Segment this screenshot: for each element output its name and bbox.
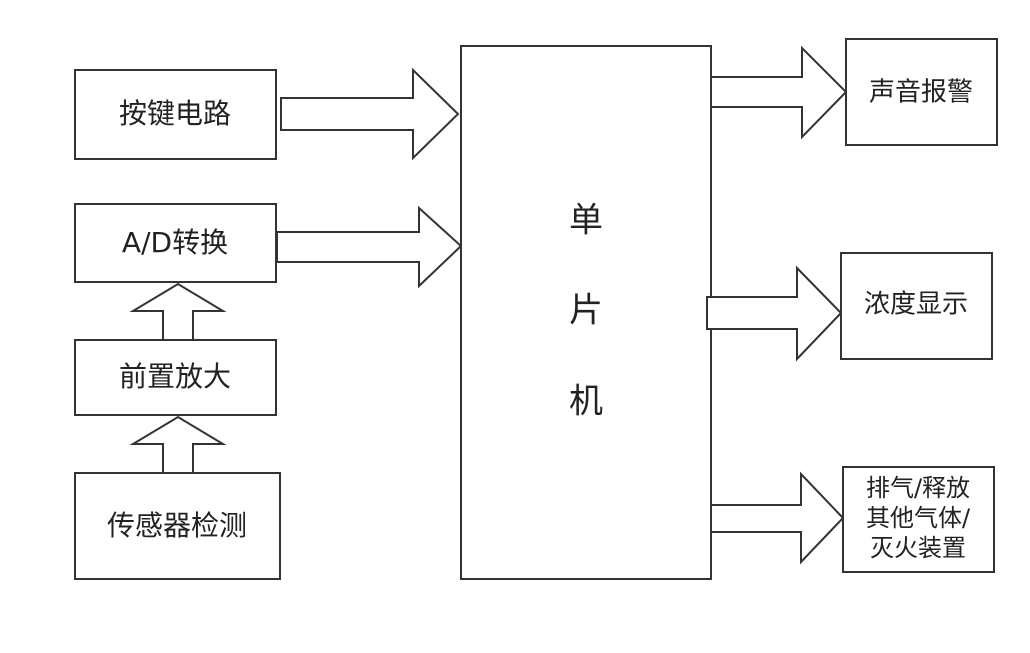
- arrow-sensor-to-preamp: [129, 415, 227, 474]
- mcu-label-char-1: 单: [569, 201, 603, 241]
- preamp-block: 前置放大: [74, 339, 277, 416]
- sensor-block: 传感器检测: [74, 472, 281, 580]
- arrow-key-to-mcu: [280, 67, 460, 161]
- sound-alarm-block: 声音报警: [845, 38, 998, 146]
- preamp-label: 前置放大: [119, 360, 231, 393]
- arrow-mcu-to-display: [706, 265, 843, 362]
- sound-alarm-label: 声音报警: [869, 78, 973, 108]
- sensor-label: 传感器检测: [107, 509, 247, 542]
- arrow-mcu-to-alarm: [710, 45, 848, 140]
- exhaust-release-line-1: 排气/释放: [866, 474, 970, 502]
- mcu-label-char-2: 片: [569, 291, 603, 331]
- mcu-block: 单 片 机: [460, 45, 712, 580]
- arrow-preamp-to-ad: [129, 282, 227, 341]
- key-circuit-block: 按键电路: [74, 69, 277, 160]
- key-circuit-label: 按键电路: [119, 97, 231, 130]
- mcu-label-char-3: 机: [569, 382, 603, 422]
- ad-convert-block: A/D转换: [74, 203, 277, 283]
- concentration-display-label: 浓度显示: [864, 290, 968, 320]
- arrow-ad-to-mcu: [276, 205, 463, 289]
- exhaust-release-line-2: 其他气体/: [866, 504, 971, 532]
- ad-convert-label: A/D转换: [122, 226, 228, 259]
- exhaust-release-block: 排气/释放 其他气体/ 灭火装置: [842, 466, 995, 573]
- arrow-mcu-to-exhaust: [710, 471, 845, 565]
- concentration-display-block: 浓度显示: [840, 252, 993, 360]
- exhaust-release-line-3: 灭火装置: [870, 534, 966, 562]
